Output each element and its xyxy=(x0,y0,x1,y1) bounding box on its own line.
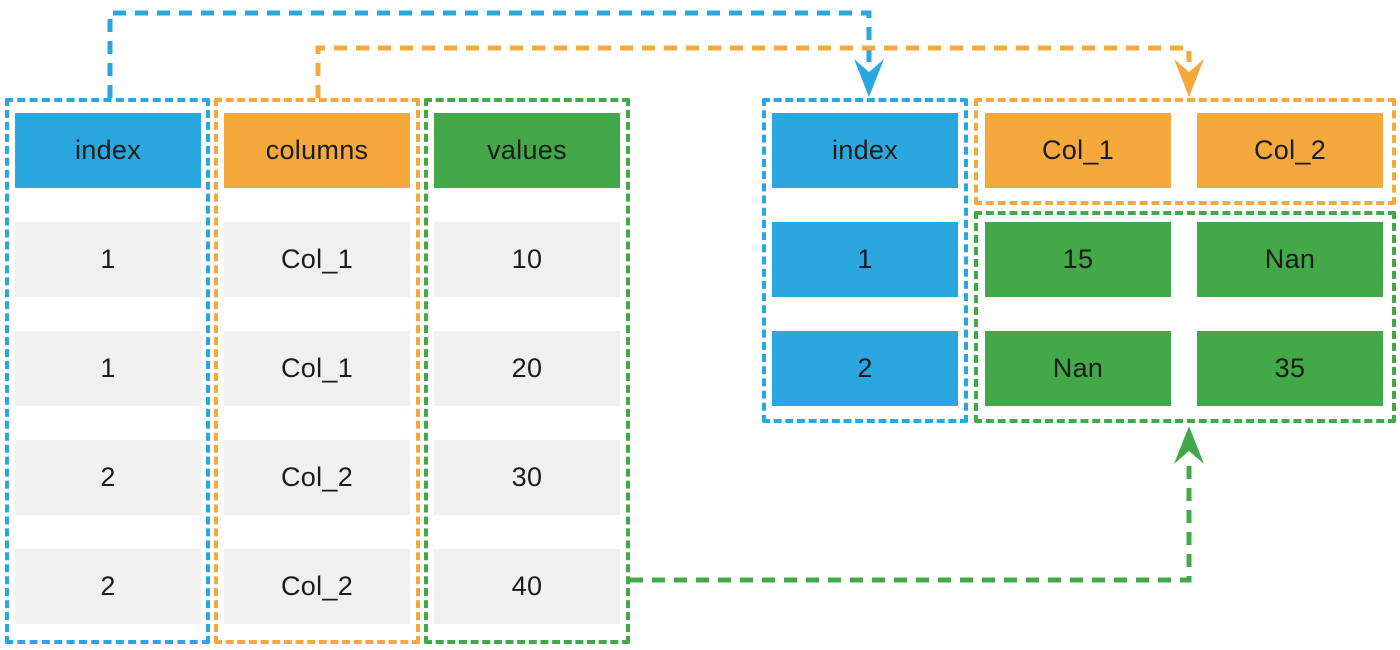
left-values-group-box xyxy=(424,98,630,644)
right-value-cell: 35 xyxy=(1197,331,1383,406)
right-index-group-box xyxy=(762,98,968,423)
left-index-cell: 1 xyxy=(15,222,201,297)
right-index-cell: 1 xyxy=(772,222,958,297)
right-col2-header-cell: Col_2 xyxy=(1197,113,1383,188)
left-index-group-box xyxy=(5,98,210,644)
left-columns-cell: Col_2 xyxy=(224,440,410,515)
values-arrow-up-icon xyxy=(1174,426,1204,464)
left-values-cell: 40 xyxy=(434,549,620,624)
right-col1-header-cell: Col_1 xyxy=(985,113,1171,188)
right-value-cell: Nan xyxy=(985,331,1171,406)
left-index-cell: 1 xyxy=(15,331,201,406)
index-arrow-down-icon xyxy=(854,59,884,97)
right-index-header-cell: index xyxy=(772,113,958,188)
left-values-cell: 20 xyxy=(434,331,620,406)
left-index-cell: 2 xyxy=(15,440,201,515)
columns-connector-line xyxy=(315,45,1192,98)
left-columns-cell: Col_1 xyxy=(224,331,410,406)
index-mapping-connector xyxy=(107,10,884,98)
right-values-group-box xyxy=(974,211,1396,423)
right-index-cell: 2 xyxy=(772,331,958,406)
right-column-headers-group-box xyxy=(974,98,1396,205)
columns-arrow-down-icon xyxy=(1174,59,1204,97)
left-columns-cell: Col_1 xyxy=(224,222,410,297)
left-values-cell: 30 xyxy=(434,440,620,515)
left-index-header-cell: index xyxy=(15,113,201,188)
values-connector-line xyxy=(630,461,1192,583)
left-columns-header-cell: columns xyxy=(224,113,410,188)
left-values-header-cell: values xyxy=(434,113,620,188)
right-value-cell: Nan xyxy=(1197,222,1383,297)
left-values-cell: 10 xyxy=(434,222,620,297)
left-columns-cell: Col_2 xyxy=(224,549,410,624)
values-mapping-connector xyxy=(630,426,1204,583)
right-value-cell: 15 xyxy=(985,222,1171,297)
left-columns-group-box xyxy=(214,98,420,644)
columns-mapping-connector xyxy=(315,45,1204,98)
left-index-cell: 2 xyxy=(15,549,201,624)
index-connector-line xyxy=(107,10,872,98)
